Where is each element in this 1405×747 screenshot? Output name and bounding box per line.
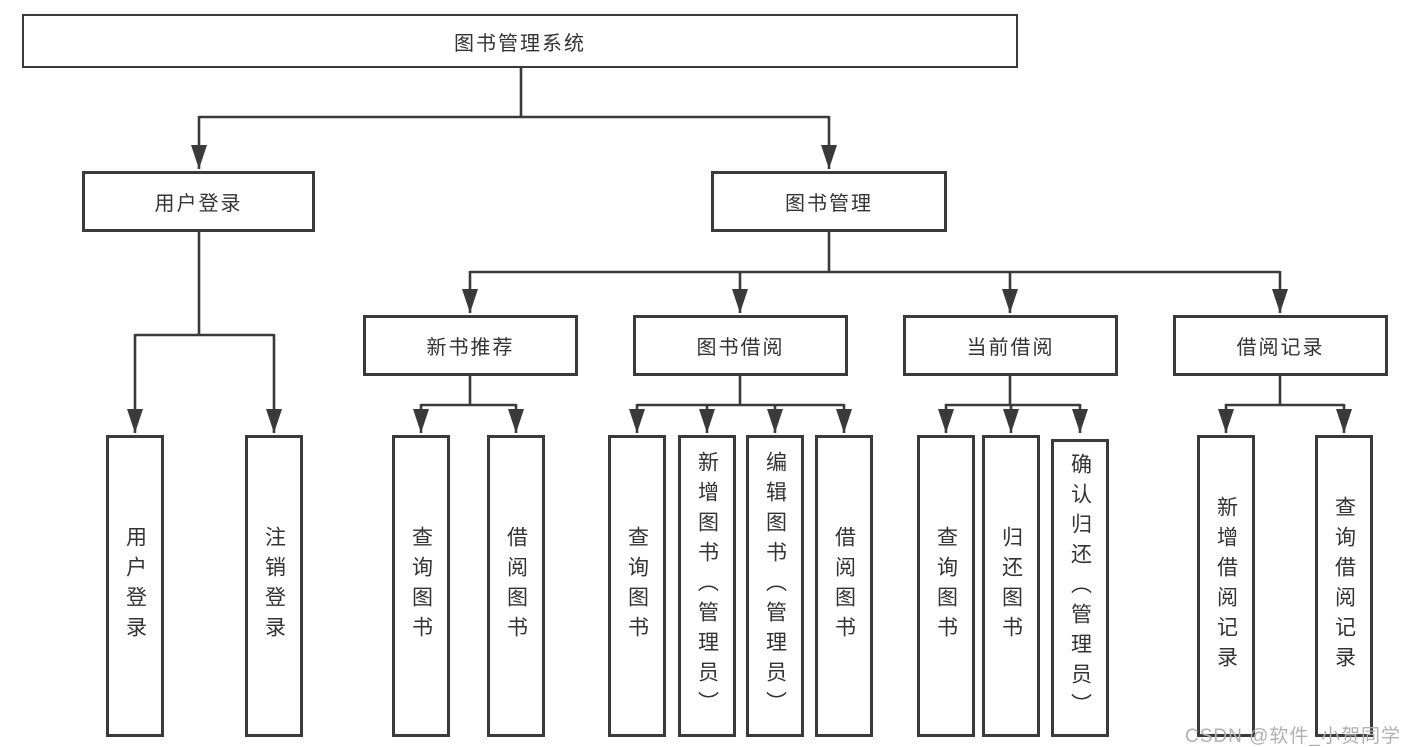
node-leaf-return-books: 归还图书 <box>982 435 1040 737</box>
watermark: CSDN @软件_小贺同学 <box>1185 726 1401 747</box>
connector-new-book-recommend-to-leaves <box>413 376 524 433</box>
node-book-borrow: 图书借阅 <box>633 315 848 376</box>
connector-current-borrow-to-leaves <box>938 376 1088 433</box>
node-leaf-query-books: 查询图书 <box>608 435 666 737</box>
node-leaf-query-books: 查询图书 <box>392 435 450 737</box>
connector-book-management-to-sections <box>462 232 1288 313</box>
connector-user-login-to-leaves <box>127 232 282 433</box>
node-book-management: 图书管理 <box>711 171 947 232</box>
node-leaf-add-borrow-record: 新增借阅记录 <box>1197 435 1255 737</box>
node-leaf-query-borrow-record: 查询借阅记录 <box>1315 435 1373 737</box>
node-borrow-records: 借阅记录 <box>1173 315 1388 376</box>
connector-book-borrow-to-leaves <box>629 376 852 433</box>
node-leaf-query-books: 查询图书 <box>917 435 975 737</box>
node-leaf-add-books-admin: 新增图书（管理员） <box>678 435 736 737</box>
connector-root-to-level2 <box>191 68 837 169</box>
node-leaf-borrow-books: 借阅图书 <box>815 435 873 737</box>
node-leaf-confirm-return-admin: 确认归还（管理员） <box>1051 439 1109 737</box>
node-current-borrow: 当前借阅 <box>903 315 1118 376</box>
node-user-login: 用户登录 <box>82 171 315 232</box>
node-root: 图书管理系统 <box>22 14 1018 68</box>
node-leaf-logout: 注销登录 <box>245 435 303 737</box>
node-new-book-recommend: 新书推荐 <box>363 315 578 376</box>
node-leaf-edit-books-admin: 编辑图书（管理员） <box>746 435 804 737</box>
node-leaf-user-login: 用户登录 <box>106 435 164 737</box>
node-leaf-borrow-books: 借阅图书 <box>487 435 545 737</box>
connector-borrow-records-to-leaves <box>1218 376 1352 433</box>
